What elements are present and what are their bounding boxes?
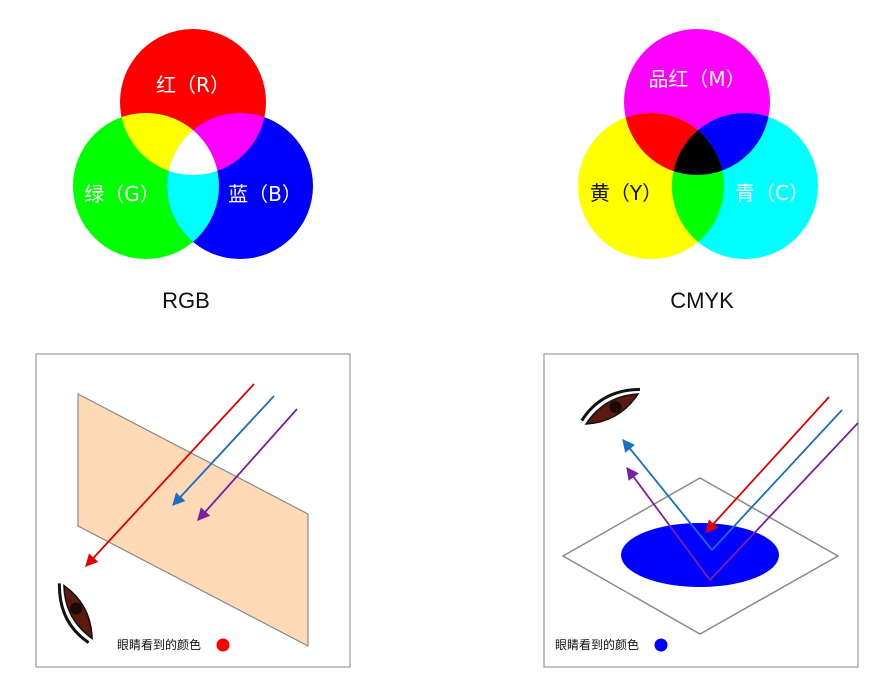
rgb-green-label: 绿（G） bbox=[84, 182, 160, 206]
rgb-red-label: 红（R） bbox=[156, 73, 230, 97]
purple-reflected-ray bbox=[626, 466, 711, 581]
cmyk-cyan-label: 青（C） bbox=[735, 181, 809, 205]
transmission-result-swatch bbox=[216, 638, 230, 652]
purple-light-ray bbox=[197, 408, 298, 521]
cmyk-magenta-label: 品红（M） bbox=[648, 67, 745, 91]
red-light-ray bbox=[85, 383, 255, 567]
reflection-panel: 眼睛看到的颜色 bbox=[543, 353, 859, 668]
blue-reflected-ray bbox=[622, 439, 713, 551]
eye-icon bbox=[580, 387, 640, 425]
rgb-blue-label: 蓝（B） bbox=[228, 182, 302, 206]
reflection-result-swatch bbox=[654, 638, 668, 652]
cmyk-venn-diagram: 品红（M） 黄（Y） 青（C） bbox=[578, 29, 818, 259]
cmyk-caption: CMYK bbox=[670, 288, 734, 313]
transmission-eye-caption: 眼睛看到的颜色 bbox=[117, 637, 201, 652]
blue-light-ray bbox=[172, 395, 275, 506]
eye-icon bbox=[57, 583, 93, 644]
rgb-venn-diagram: 红（R） 绿（G） 蓝（B） bbox=[73, 29, 313, 259]
rgb-caption: RGB bbox=[162, 288, 210, 313]
rgb-white-center bbox=[167, 113, 219, 175]
red-incident-ray bbox=[705, 396, 830, 533]
blue-pigment-spot bbox=[621, 523, 779, 587]
cmyk-black-center bbox=[672, 113, 724, 175]
blue-incident-ray bbox=[711, 409, 843, 551]
translucent-filter-sheet bbox=[77, 393, 309, 647]
reflection-eye-caption: 眼睛看到的颜色 bbox=[555, 637, 639, 652]
purple-incident-ray bbox=[709, 422, 859, 581]
cmyk-yellow-label: 黄（Y） bbox=[590, 181, 662, 205]
transmission-panel: 眼睛看到的颜色 bbox=[35, 353, 351, 668]
